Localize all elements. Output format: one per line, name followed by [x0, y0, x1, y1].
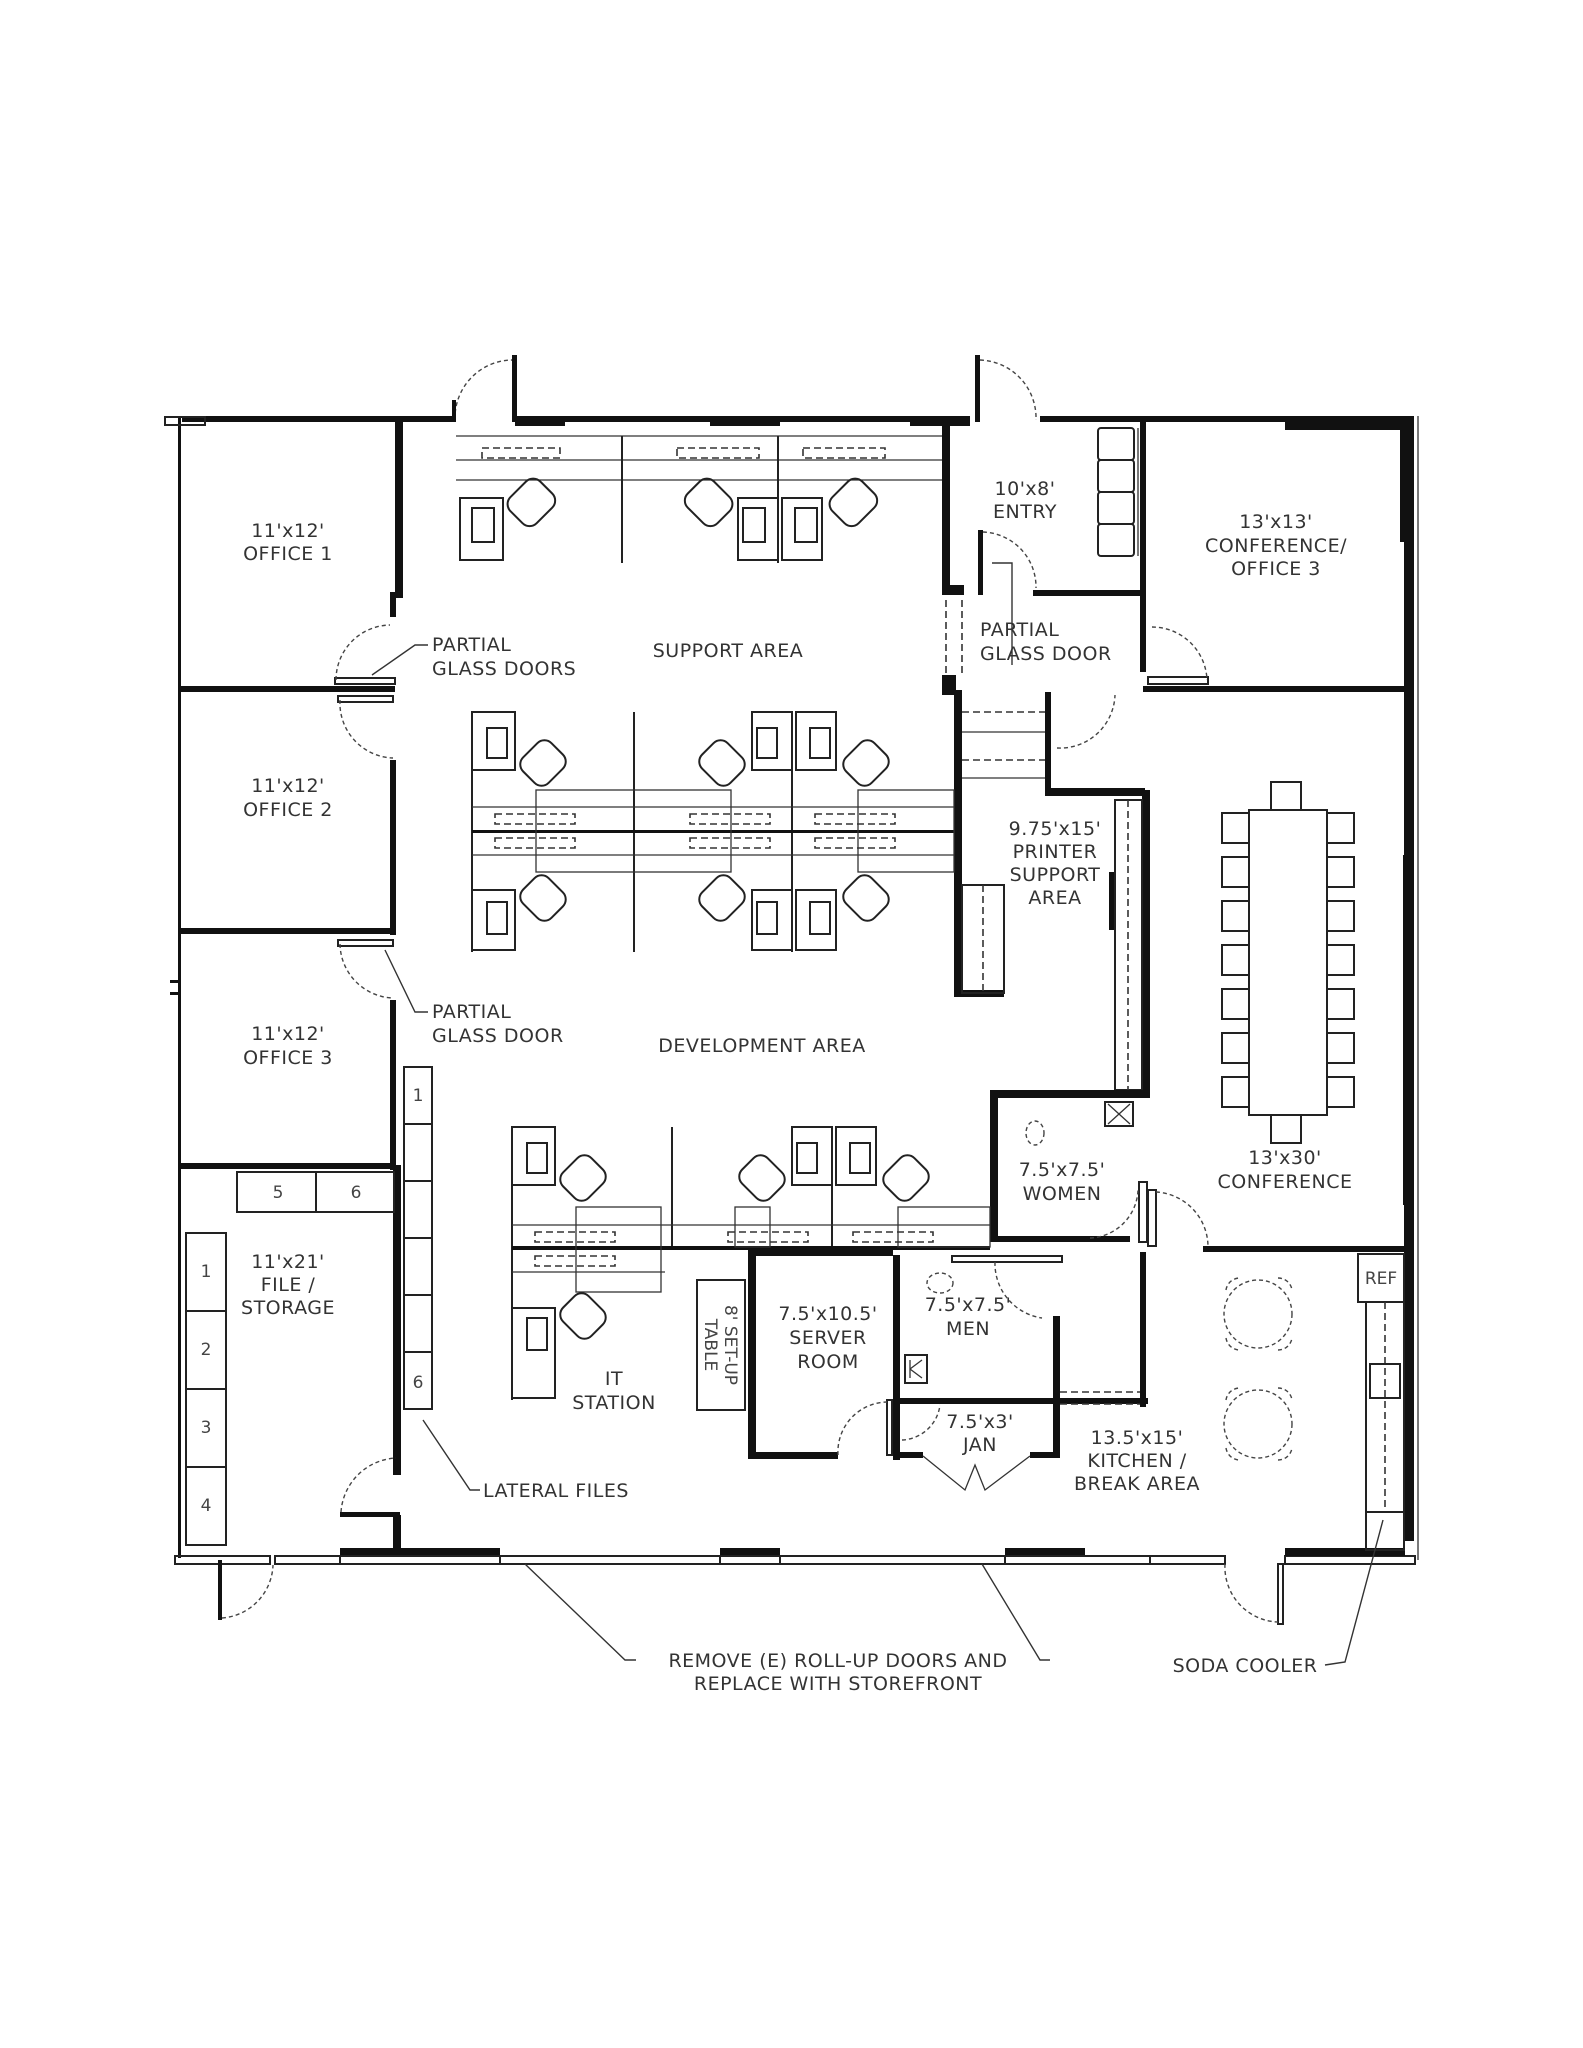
- file-storage-name2: STORAGE: [241, 1297, 335, 1319]
- refrigerator-label: REF: [1365, 1269, 1397, 1289]
- soda-cooler-label: SODA COOLER: [1173, 1655, 1318, 1677]
- office-2-name: OFFICE 2: [243, 799, 333, 821]
- partial-glass-doors-line1: PARTIAL: [432, 634, 511, 656]
- svg-text:1: 1: [201, 1262, 212, 1282]
- svg-text:3: 3: [201, 1418, 212, 1438]
- women-name: WOMEN: [1023, 1183, 1102, 1205]
- printer-name3: AREA: [1028, 887, 1081, 909]
- kitchen-break-area: REF 13.5'x15' KITCHEN / BREAK AREA SODA …: [1074, 1246, 1408, 1677]
- printer-size: 9.75'x15': [1009, 818, 1102, 840]
- partial-glass-door-entry-line2: GLASS DOOR: [980, 643, 1112, 665]
- partial-glass-door-line1: PARTIAL: [432, 1001, 511, 1023]
- conference-size: 13'x30': [1248, 1147, 1322, 1169]
- conference-office-3: 13'x13' CONFERENCE/ OFFICE 3: [1143, 422, 1413, 692]
- development-area-workstations: DEVELOPMENT AREA: [471, 711, 955, 1057]
- it-station-name2: STATION: [572, 1392, 656, 1414]
- bottom-left-door: [170, 980, 274, 1620]
- entry-name: ENTRY: [993, 501, 1057, 523]
- partial-glass-doors-annotation: PARTIAL GLASS DOORS: [371, 634, 576, 680]
- it-station-name1: IT: [605, 1368, 623, 1390]
- jan-name: JAN: [962, 1434, 997, 1456]
- partial-glass-door-annotation: PARTIAL GLASS DOOR: [384, 949, 564, 1047]
- office-2: 11'x12' OFFICE 2: [180, 695, 396, 935]
- svg-text:5: 5: [273, 1183, 284, 1203]
- womens-restroom: 7.5'x7.5' WOMEN: [990, 1090, 1150, 1243]
- file-storage: 5 6 1 2 3 4 11'x21' FILE / STORAGE: [185, 1165, 401, 1555]
- jan-size: 7.5'x3': [946, 1411, 1014, 1433]
- office-2-size: 11'x12': [251, 775, 325, 797]
- men-name: MEN: [946, 1318, 990, 1340]
- office-3-size: 11'x12': [251, 1023, 325, 1045]
- roll-up-doors-annotation: REMOVE (E) ROLL-UP DOORS AND REPLACE WIT…: [524, 1563, 1050, 1695]
- printer-name2: SUPPORT: [1010, 864, 1101, 886]
- development-area-label: DEVELOPMENT AREA: [658, 1035, 865, 1057]
- janitor-closet: 7.5'x3' JAN: [893, 1400, 1060, 1492]
- mens-restroom: 7.5'x7.5' MEN: [893, 1252, 1148, 1460]
- roll-up-line1: REMOVE (E) ROLL-UP DOORS AND: [668, 1650, 1007, 1672]
- it-station-workstations: IT STATION: [511, 1126, 991, 1414]
- kitchen-size: 13.5'x15': [1091, 1427, 1184, 1449]
- conference-chairs: [1221, 812, 1355, 1108]
- printer-name1: PRINTER: [1013, 841, 1098, 863]
- partial-glass-doors-line2: GLASS DOORS: [432, 658, 576, 680]
- office-1: 11'x12' OFFICE 1: [180, 422, 403, 692]
- office-3-name: OFFICE 3: [243, 1047, 333, 1069]
- partial-glass-door-line2: GLASS DOOR: [432, 1025, 564, 1047]
- server-name2: ROOM: [797, 1351, 859, 1373]
- svg-text:6: 6: [413, 1373, 424, 1393]
- men-size: 7.5'x7.5': [925, 1294, 1012, 1316]
- conf-office-3-name1: CONFERENCE/: [1205, 535, 1347, 557]
- main-entry-door: [975, 355, 1037, 422]
- lateral-files-label: LATERAL FILES: [483, 1480, 629, 1502]
- kitchen-name2: BREAK AREA: [1074, 1473, 1200, 1495]
- svg-text:6: 6: [351, 1183, 362, 1203]
- server-name1: SERVER: [789, 1327, 866, 1349]
- setup-table-line1: 8' SET-UP: [720, 1305, 740, 1385]
- server-room: 7.5'x10.5' SERVER ROOM: [748, 1248, 893, 1459]
- partial-glass-door-entry-line1: PARTIAL: [980, 619, 1059, 641]
- server-size: 7.5'x10.5': [778, 1303, 877, 1325]
- conference-name: CONFERENCE: [1217, 1171, 1352, 1193]
- women-size: 7.5'x7.5': [1019, 1159, 1106, 1181]
- conf-office-3-name2: OFFICE 3: [1231, 558, 1321, 580]
- setup-table-line2: TABLE: [700, 1318, 720, 1372]
- entry-size: 10'x8': [995, 478, 1056, 500]
- top-left-entry-door: [452, 355, 517, 422]
- svg-text:4: 4: [201, 1496, 212, 1516]
- lateral-files: 1 6 LATERAL FILES: [403, 1066, 629, 1502]
- svg-text:2: 2: [201, 1340, 212, 1360]
- svg-text:1: 1: [413, 1086, 424, 1106]
- office-1-name: OFFICE 1: [243, 543, 333, 565]
- conf-office-3-size: 13'x13': [1239, 511, 1313, 533]
- kitchen-name1: KITCHEN /: [1087, 1450, 1186, 1472]
- setup-table: 8' SET-UP TABLE: [696, 1279, 746, 1411]
- break-tables: [1223, 1277, 1293, 1461]
- roll-up-line2: REPLACE WITH STOREFRONT: [694, 1673, 982, 1695]
- printer-support-area: 9.75'x15' PRINTER SUPPORT AREA: [954, 690, 1150, 1091]
- support-area-workstations: SUPPORT AREA: [456, 435, 942, 662]
- file-storage-size: 11'x21': [251, 1251, 325, 1273]
- office-3: 11'x12' OFFICE 3: [180, 939, 396, 1170]
- office-1-size: 11'x12': [251, 520, 325, 542]
- file-storage-name1: FILE /: [261, 1274, 316, 1296]
- entry: 10'x8' ENTRY PARTIAL GLASS DOOR: [942, 422, 1146, 695]
- conference-room: 13'x30' CONFERENCE: [1147, 781, 1409, 1252]
- support-area-label: SUPPORT AREA: [653, 640, 804, 662]
